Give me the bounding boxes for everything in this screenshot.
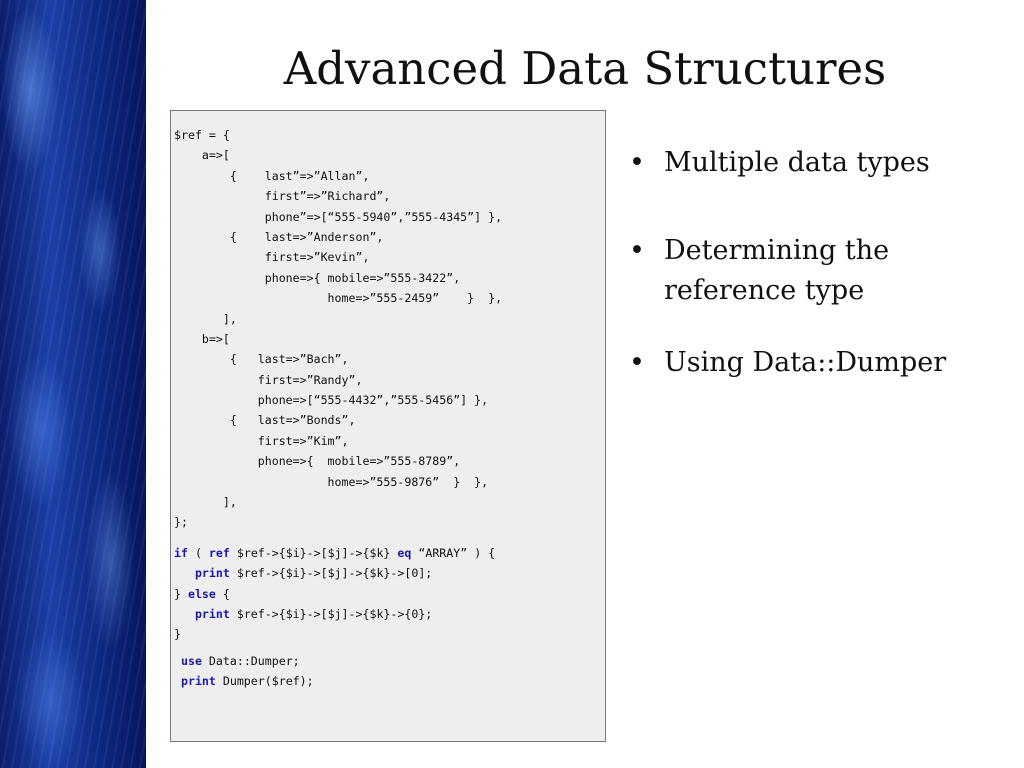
- code-line: $ref = {: [174, 128, 230, 142]
- code-text: $ref->{$i}->[$j]->{$k}->{0};: [229, 606, 433, 621]
- code-text: }: [174, 586, 188, 601]
- code-line: print Dumper($ref);: [174, 671, 605, 691]
- code-keyword: use: [180, 653, 202, 668]
- code-text: [174, 654, 181, 668]
- code-keyword: if: [174, 545, 188, 560]
- decorative-sidebar: [0, 0, 146, 768]
- code-line: };: [174, 515, 188, 530]
- code-text: $ref->{$i}->[$j]->{$k}->[0];: [229, 566, 433, 581]
- code-text: $ref->{$i}->[$j]->{$k}: [229, 545, 398, 560]
- code-line: first”=>”Richard”,: [174, 189, 391, 204]
- code-line: a=>[: [174, 148, 230, 163]
- code-line: if ( ref $ref->{$i}->[$j]->{$k} eq “ARRA…: [174, 543, 605, 563]
- code-text: Data::Dumper;: [201, 653, 300, 668]
- code-line: first=>”Kim”,: [174, 433, 349, 448]
- code-text: (: [187, 545, 209, 560]
- code-line: print $ref->{$i}->[$j]->{$k}->{0};: [174, 604, 605, 624]
- code-text: Dumper($ref);: [215, 674, 314, 689]
- code-line: phone”=>[“555-5940”,”555-4345”] },: [174, 209, 503, 224]
- code-keyword: print: [194, 606, 230, 621]
- bullet-list: Multiple data types Determining the refe…: [627, 143, 1024, 383]
- code-line: print $ref->{$i}->[$j]->{$k}->[0];: [174, 563, 605, 583]
- code-line: use Data::Dumper;: [174, 651, 605, 671]
- code-line: { last”=>”Allan”,: [174, 168, 370, 183]
- code-line: { last=>”Bonds”,: [174, 413, 356, 428]
- code-ref-check: if ( ref $ref->{$i}->[$j]->{$k} eq “ARRA…: [174, 543, 605, 645]
- code-line: ],: [174, 311, 237, 326]
- code-keyword: else: [187, 586, 216, 601]
- code-line: home=>”555-9876” } },: [174, 474, 489, 489]
- code-line: { last=>”Anderson”,: [174, 229, 384, 244]
- code-text: [174, 674, 181, 688]
- code-keyword: eq: [397, 545, 412, 560]
- code-line: home=>”555-2459” } },: [174, 291, 503, 306]
- code-line: b=>[: [174, 331, 230, 346]
- slide-title: Advanced Data Structures: [283, 42, 887, 95]
- code-line: }: [174, 624, 605, 644]
- code-text: {: [215, 586, 230, 601]
- code-line: phone=>{ mobile=>”555-3422”,: [174, 270, 461, 285]
- code-dumper: use Data::Dumper; print Dumper($ref);: [174, 651, 605, 692]
- code-line: } else {: [174, 584, 605, 604]
- code-text: “ARRAY” ) {: [411, 545, 496, 560]
- bullet-item: Using Data::Dumper: [627, 343, 1024, 383]
- code-text: [174, 566, 195, 580]
- code-line: phone=>{ mobile=>”555-8789”,: [174, 454, 461, 469]
- code-line: { last=>”Bach”,: [174, 352, 349, 367]
- code-line: phone=>[“555-4432”,”555-5456”] },: [174, 393, 489, 408]
- bullet-item: Multiple data types: [627, 143, 1024, 183]
- code-text: }: [174, 627, 181, 642]
- code-block: $ref = { a=>[ { last”=>”Allan”, first”=>…: [170, 110, 606, 742]
- code-data-structure: $ref = { a=>[ { last”=>”Allan”, first”=>…: [174, 125, 605, 533]
- code-line: first=>”Kevin”,: [174, 250, 370, 265]
- code-keyword: ref: [208, 545, 230, 560]
- bullet-item: Determining the reference type: [627, 231, 1024, 311]
- code-line: first=>”Randy”,: [174, 372, 363, 387]
- code-text: [174, 607, 195, 621]
- code-keyword: print: [194, 566, 230, 581]
- code-keyword: print: [180, 674, 216, 689]
- code-line: ],: [174, 495, 237, 510]
